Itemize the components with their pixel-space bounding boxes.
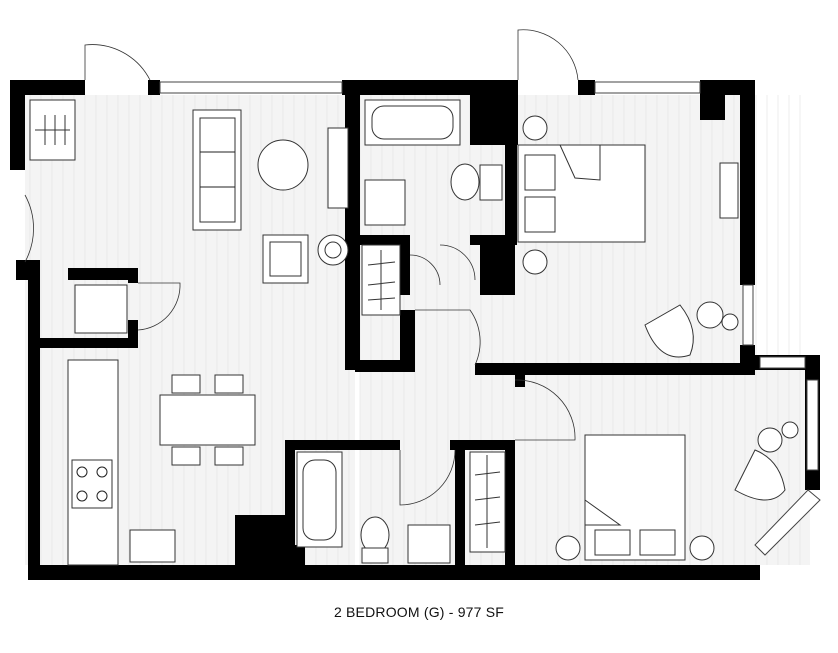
toilet bbox=[450, 163, 480, 201]
media-console bbox=[327, 127, 349, 209]
lounge-chair bbox=[644, 304, 694, 358]
nightstand bbox=[522, 115, 548, 141]
cooktop bbox=[71, 459, 113, 509]
vanity-sink bbox=[364, 179, 406, 226]
washer-dryer bbox=[74, 284, 128, 334]
dining-table bbox=[159, 394, 256, 446]
bedroom-1 bbox=[517, 115, 739, 358]
nightstand bbox=[522, 249, 548, 275]
nightstand bbox=[689, 535, 715, 561]
kitchen-sink bbox=[129, 529, 176, 563]
kitchen-dining bbox=[67, 359, 256, 566]
closets bbox=[29, 99, 506, 553]
bathroom-2 bbox=[296, 451, 451, 564]
floor-plan bbox=[10, 29, 821, 580]
bedroom-2 bbox=[555, 421, 799, 561]
dresser bbox=[719, 162, 739, 219]
lounge-chair bbox=[734, 449, 786, 501]
unit-caption: 2 BEDROOM (G) - 977 SF bbox=[333, 604, 505, 620]
vanity-sink bbox=[407, 524, 451, 564]
nightstand bbox=[555, 535, 581, 561]
living-furniture bbox=[74, 109, 349, 334]
doors bbox=[24, 29, 579, 506]
windows bbox=[159, 81, 821, 556]
bathroom-1 bbox=[364, 99, 503, 226]
coffee-table bbox=[257, 139, 309, 191]
